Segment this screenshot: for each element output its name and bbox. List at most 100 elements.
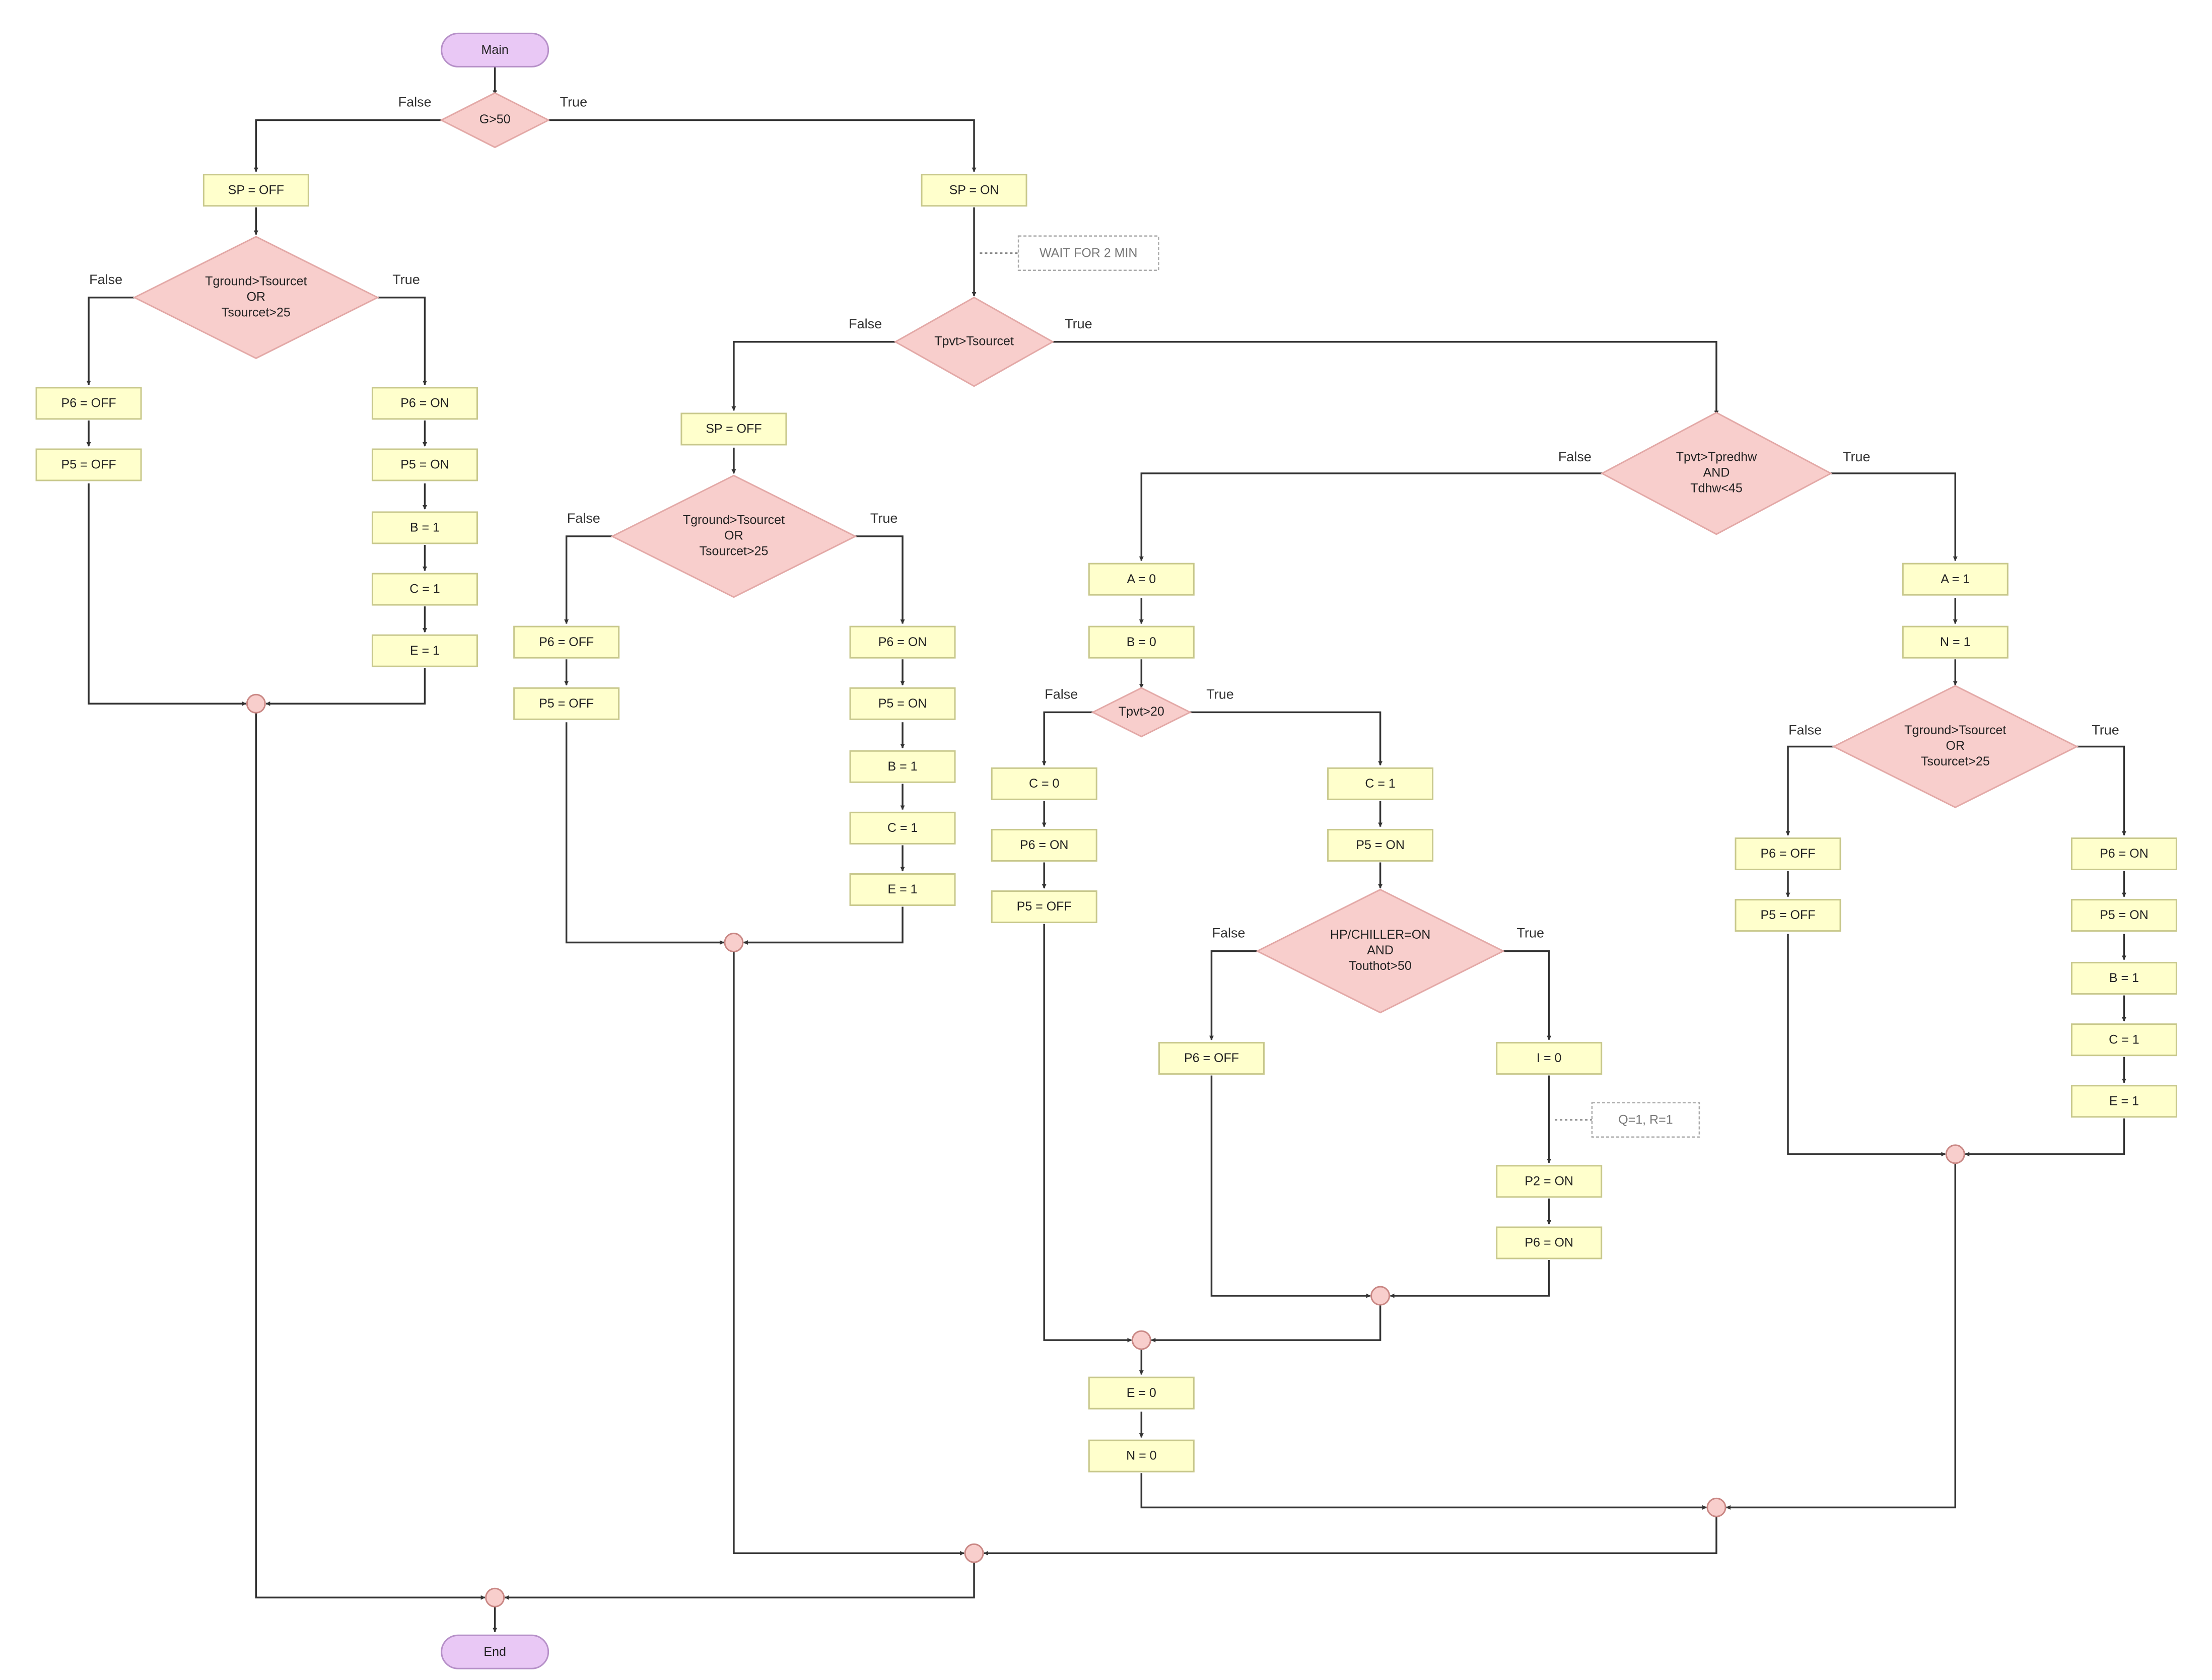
branch-label-true: True xyxy=(870,511,898,526)
action-rr-p5-on: P5 = ON xyxy=(2070,899,2177,932)
terminal-label: Main xyxy=(481,43,509,57)
action-label: N = 1 xyxy=(1940,635,1970,649)
decision-label: Tsourcet>25 xyxy=(1921,754,1990,768)
branch-label-true: True xyxy=(1843,449,1871,464)
action-label: E = 1 xyxy=(888,882,918,896)
action-label: E = 0 xyxy=(1127,1386,1156,1400)
action-sp-off-1: SP = OFF xyxy=(202,174,309,207)
action-label: C = 0 xyxy=(1029,777,1059,791)
action-label: P6 = ON xyxy=(1020,838,1069,852)
decision-diamond xyxy=(1256,888,1505,1014)
connector xyxy=(731,341,895,411)
connector xyxy=(377,296,427,385)
connector xyxy=(86,296,134,385)
action-n0: N = 0 xyxy=(1088,1439,1195,1473)
action-e0: E = 0 xyxy=(1088,1376,1195,1410)
action-n1: N = 1 xyxy=(1902,625,2009,659)
decision-label: Tsourcet>25 xyxy=(222,305,291,319)
action-label: SP = ON xyxy=(949,183,999,197)
action-a1: A = 1 xyxy=(1902,563,2009,596)
action-box xyxy=(849,625,956,659)
connector xyxy=(1151,1304,1381,1343)
connector xyxy=(1043,924,1132,1343)
action-rr-p5-off: P5 = OFF xyxy=(1735,899,1841,932)
action-label: SP = OFF xyxy=(706,422,762,436)
action-r-c1: C = 1 xyxy=(371,573,478,606)
note-label: Q=1, R=1 xyxy=(1618,1112,1673,1127)
action-box xyxy=(849,687,956,720)
action-m-p6-on: P6 = ON xyxy=(849,625,956,659)
action-label: P6 = OFF xyxy=(1760,847,1815,861)
decision-label: OR xyxy=(247,290,266,304)
connector-lines xyxy=(86,67,2126,1633)
connector xyxy=(733,951,965,1556)
decision-label: Touthot>50 xyxy=(1349,959,1411,973)
branch-label-true: True xyxy=(1065,316,1092,331)
note-qr: Q=1, R=1 xyxy=(1591,1102,1700,1138)
action-box xyxy=(35,448,142,481)
action-p2-on: P2 = ON xyxy=(1496,1165,1603,1198)
action-m-b1: B = 1 xyxy=(849,750,956,783)
merge-node-middle xyxy=(724,933,744,953)
action-rr-p6-off: P6 = OFF xyxy=(1735,837,1841,870)
action-label: N = 0 xyxy=(1126,1449,1156,1463)
action-label: A = 1 xyxy=(1941,572,1970,586)
action-c0: C = 0 xyxy=(991,767,1097,800)
decision-diamond xyxy=(132,236,380,360)
connector xyxy=(1787,934,1946,1157)
action-box xyxy=(2070,837,2177,870)
action-m-p6-off: P6 = OFF xyxy=(513,625,620,659)
action-y-p6-off: P6 = OFF xyxy=(1158,1042,1265,1075)
decision-label: HP/CHILLER=ON xyxy=(1330,928,1430,942)
action-r-e1: E = 1 xyxy=(371,634,478,667)
decision-label: G>50 xyxy=(479,112,511,126)
connector xyxy=(253,119,444,172)
action-box xyxy=(513,687,620,720)
decision-d6: Tpvt>20 xyxy=(1091,687,1192,738)
action-sp-off-2: SP = OFF xyxy=(680,412,787,446)
branch-label-true: True xyxy=(560,95,588,110)
connector xyxy=(88,483,247,706)
action-box xyxy=(991,828,1097,862)
connector xyxy=(504,1562,975,1600)
action-label: P5 = OFF xyxy=(1760,908,1815,922)
action-box xyxy=(1735,899,1841,932)
action-box xyxy=(849,811,956,845)
action-m-e1: E = 1 xyxy=(849,873,956,906)
branch-label-false: False xyxy=(849,316,882,331)
branch-label-false: False xyxy=(1045,686,1078,702)
action-box xyxy=(2070,962,2177,995)
action-box xyxy=(991,767,1097,800)
action-box xyxy=(513,625,620,659)
action-box xyxy=(1902,563,2009,596)
connector xyxy=(1831,472,1958,562)
action-label: B = 0 xyxy=(1127,635,1156,649)
branch-label-false: False xyxy=(567,511,600,526)
action-label: B = 1 xyxy=(410,521,440,535)
action-box xyxy=(1327,828,1434,862)
action-label: P6 = OFF xyxy=(61,396,116,410)
action-label: P5 = OFF xyxy=(539,696,594,711)
action-box xyxy=(2070,899,2177,932)
decision-diamond xyxy=(439,92,550,149)
merge-node-right xyxy=(1945,1144,1965,1164)
action-box xyxy=(2070,1085,2177,1118)
branch-label-false: False xyxy=(1788,722,1822,737)
action-rr-b1: B = 1 xyxy=(2070,962,2177,995)
action-label: P5 = ON xyxy=(1356,838,1405,852)
action-z-p6-on: P6 = ON xyxy=(1496,1226,1603,1259)
action-i0: I = 0 xyxy=(1496,1042,1603,1075)
action-l-p6-off: P6 = OFF xyxy=(35,387,142,420)
action-box xyxy=(371,634,478,667)
action-label: P6 = ON xyxy=(878,635,927,649)
decision-diamond xyxy=(610,474,857,598)
action-m-p5-on: P5 = ON xyxy=(849,687,956,720)
note-box xyxy=(1017,235,1159,271)
action-label: C = 1 xyxy=(887,821,918,835)
action-label: A = 0 xyxy=(1127,572,1156,586)
action-label: P6 = ON xyxy=(2100,847,2149,861)
action-box xyxy=(1158,1042,1265,1075)
